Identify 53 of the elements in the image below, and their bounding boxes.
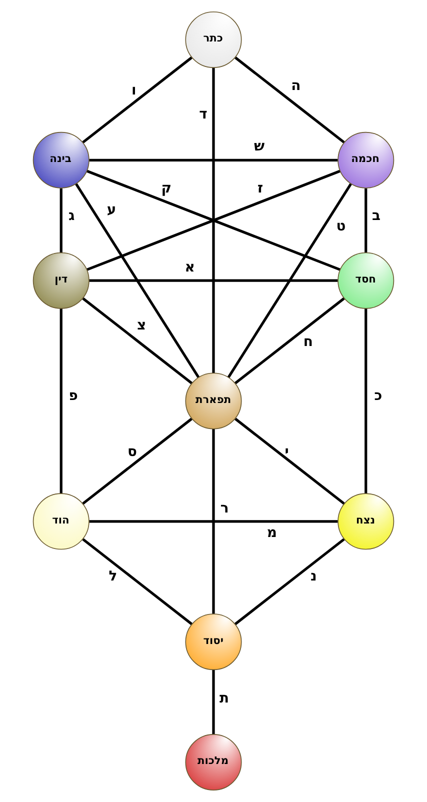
edge-label: מ bbox=[266, 524, 277, 541]
edge-label: ג bbox=[68, 208, 75, 224]
connector bbox=[82, 56, 192, 144]
edge-label: ה bbox=[291, 78, 301, 94]
edge-label: א bbox=[184, 260, 195, 276]
edge-label: נ bbox=[310, 568, 317, 584]
edge-label: ו bbox=[132, 82, 136, 99]
edge-label: ל bbox=[108, 568, 118, 584]
connector bbox=[82, 297, 193, 384]
node-circle: תפארת bbox=[185, 372, 242, 430]
connector bbox=[234, 56, 345, 144]
node-circle: מלכות bbox=[185, 734, 242, 791]
node-circle: נצח bbox=[338, 493, 394, 550]
node-circle: יסוד bbox=[185, 614, 242, 670]
edge-label: פ bbox=[68, 388, 78, 404]
edge-label: ע bbox=[106, 202, 116, 218]
edge-label: ח bbox=[303, 334, 313, 350]
edge-label: ס bbox=[127, 444, 137, 460]
connector bbox=[86, 170, 341, 271]
connector bbox=[364, 188, 368, 253]
connector bbox=[227, 183, 352, 378]
edge-label: ש bbox=[254, 138, 264, 154]
node-circle: חסד bbox=[338, 252, 394, 309]
edge-label: כ bbox=[374, 388, 382, 404]
connector bbox=[75, 183, 200, 378]
edge-label: ז bbox=[258, 180, 264, 196]
connector bbox=[212, 670, 215, 734]
node-circle: חכמה bbox=[338, 132, 394, 188]
connector bbox=[234, 418, 345, 505]
edge-label: ט bbox=[336, 218, 346, 234]
connector bbox=[82, 538, 193, 626]
node-circle: דין bbox=[32, 252, 90, 309]
edge-label: ק bbox=[161, 180, 172, 196]
connector bbox=[82, 418, 192, 505]
edge-label: צ bbox=[136, 318, 146, 334]
connector bbox=[212, 68, 215, 373]
connector bbox=[234, 297, 345, 384]
connector bbox=[364, 308, 368, 494]
connector bbox=[89, 279, 338, 282]
connector bbox=[234, 538, 345, 626]
edge-label: י bbox=[284, 444, 289, 460]
edge-label: ת bbox=[220, 690, 230, 706]
node-circle: כתר bbox=[185, 11, 242, 68]
connector bbox=[212, 428, 215, 614]
node-circle: בינה bbox=[32, 132, 90, 188]
connector bbox=[89, 520, 338, 523]
edge-label: ר bbox=[220, 500, 229, 517]
edge-label: ב bbox=[372, 208, 380, 224]
connector bbox=[60, 308, 62, 494]
node-circle: הוד bbox=[32, 493, 90, 550]
connector bbox=[60, 188, 62, 253]
connector bbox=[89, 158, 338, 162]
edge-label: ד bbox=[199, 106, 208, 122]
